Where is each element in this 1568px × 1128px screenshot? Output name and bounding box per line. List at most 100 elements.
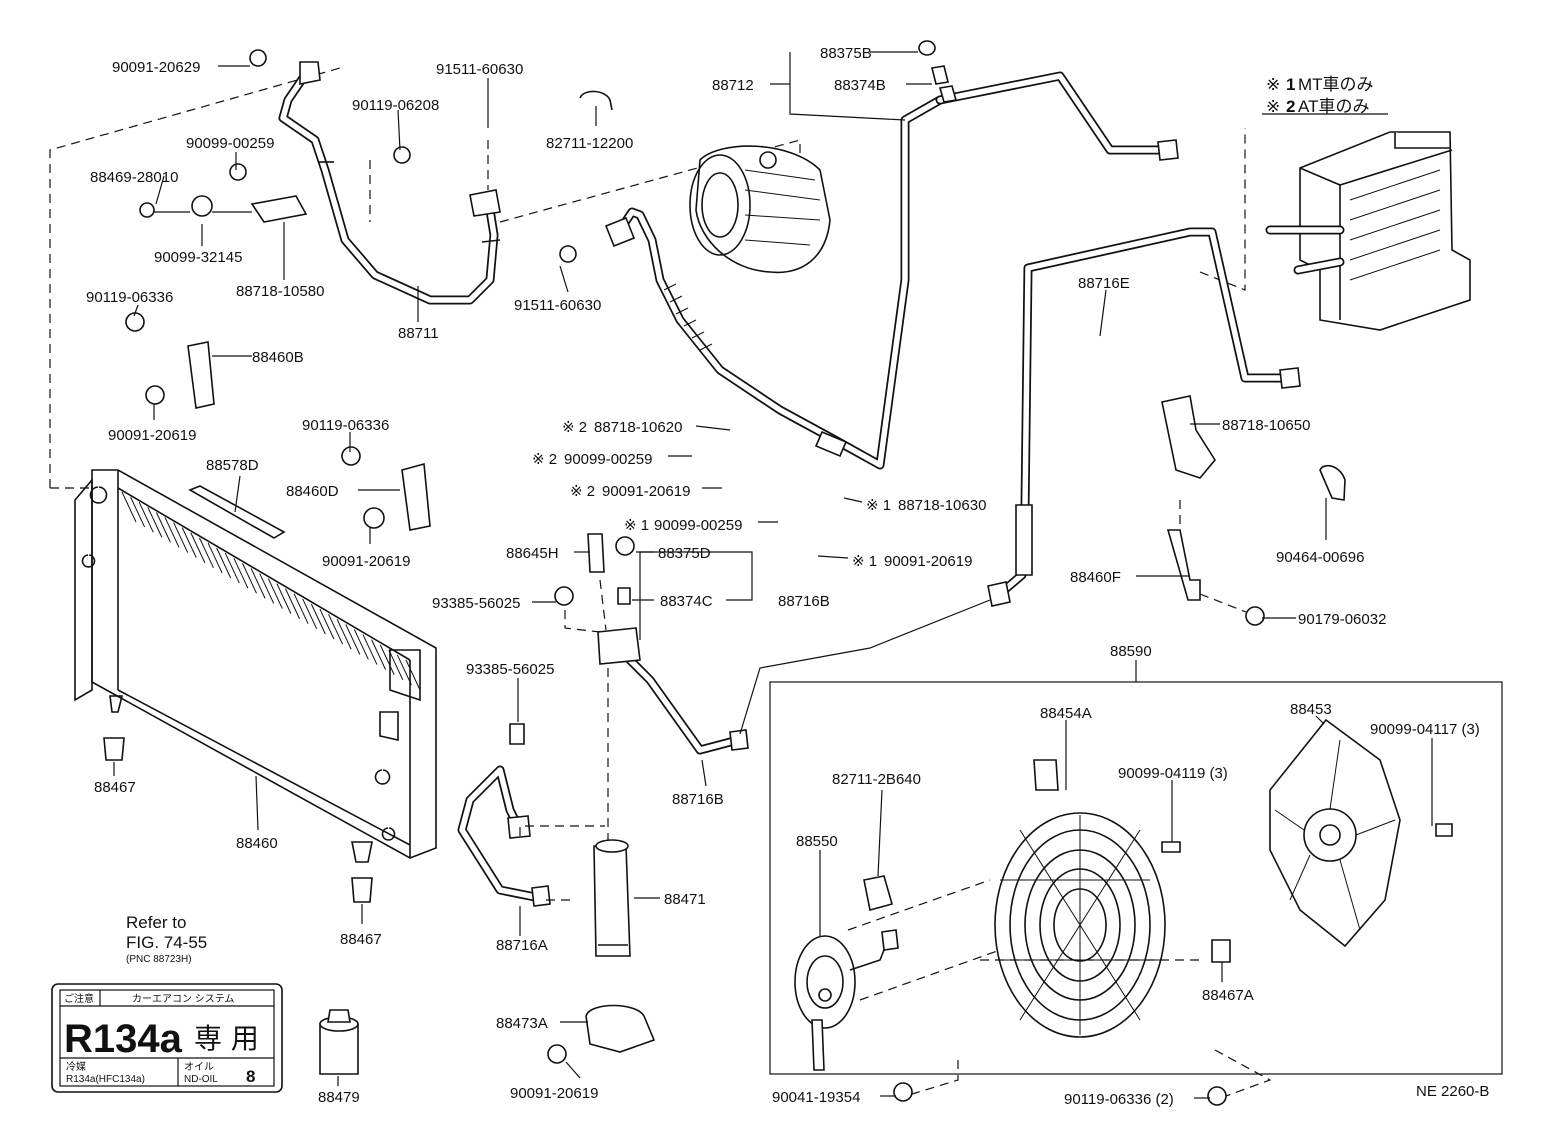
note-mark2-a: ※ 2: [562, 419, 587, 436]
label-88460F: 88460F: [1070, 569, 1121, 586]
evaporator-unit: [1265, 131, 1471, 331]
clip-90464-00696: [1319, 464, 1346, 501]
cushion-88467-a: [103, 737, 125, 761]
label-88375B: 88375B: [820, 45, 872, 62]
variant-note: ※ 1 MT車のみ ※ 2 AT車のみ: [1266, 75, 1374, 116]
note-mark1-c: ※ 1: [852, 553, 877, 570]
connector-82711-2B640: [863, 875, 893, 911]
label-90179-06032: 90179-06032: [1298, 611, 1386, 628]
label-90119-06336-b: 90119-06336: [302, 417, 389, 434]
label-88578D: 88578D: [206, 457, 259, 474]
label-88467-a: 88467: [94, 779, 136, 796]
caution-oil-title: オイル: [184, 1061, 214, 1073]
diagram-code: NE 2260-B: [1416, 1083, 1489, 1100]
label-90099-04117: 90099-04117 (3): [1370, 721, 1480, 738]
fan-motor-88550: [794, 929, 899, 1071]
label-90091-20619-b: 90091-20619: [322, 553, 410, 570]
label-90099-00259-mid: 90099-00259: [564, 451, 652, 468]
label-82711-2B640: 82711-2B640: [832, 771, 921, 788]
label-88590: 88590: [1110, 643, 1152, 660]
note-num-at: 2: [1286, 97, 1295, 116]
label-82711-12200: 82711-12200: [546, 135, 633, 152]
discharge-hose-88711: [278, 61, 501, 305]
caution-dedicated: 専 用: [194, 1022, 259, 1055]
cushion-88467-b: [351, 877, 373, 903]
label-90119-06336-a: 90119-06336: [86, 289, 173, 306]
pipe-88716A: [457, 765, 551, 907]
label-88718-10630: 88718-10630: [898, 497, 986, 514]
cushion-88467A: [1211, 939, 1231, 963]
label-88550: 88550: [796, 833, 838, 850]
label-90099-32145: 90099-32145: [154, 249, 242, 266]
label-90119-06208: 90119-06208: [352, 97, 439, 114]
receiver-drier-88471: [546, 839, 631, 957]
label-88718-10620: 88718-10620: [594, 419, 682, 436]
label-88374B: 88374B: [834, 77, 886, 94]
label-88471: 88471: [664, 891, 706, 908]
label-90091-20629: 90091-20629: [112, 59, 200, 76]
label-88375D: 88375D: [658, 545, 711, 562]
note-num-mt: 1: [1286, 75, 1295, 94]
note-mark2-c: ※ 2: [570, 483, 595, 500]
bracket-88718-10580: [139, 146, 411, 223]
pipe-88712: [935, 71, 1170, 155]
fan-blade-88453: [1269, 718, 1401, 948]
label-88374C: 88374C: [660, 593, 713, 610]
label-90091-20619-c: 90091-20619: [602, 483, 690, 500]
label-88712: 88712: [712, 77, 754, 94]
note-mark-at: ※: [1266, 97, 1280, 116]
bracket-88460F: [1166, 529, 1201, 601]
label-88716A: 88716A: [496, 937, 548, 954]
note-at-only: AT車のみ: [1298, 97, 1369, 116]
label-90099-00259-top: 90099-00259: [186, 135, 274, 152]
pressure-switch-88645H: [587, 533, 605, 573]
suction-hose: [604, 95, 945, 470]
caution-refrigerant-title: 冷媒: [66, 1060, 86, 1073]
label-90099-00259-low: 90099-00259: [654, 517, 742, 534]
caution-heading: ご注意: [64, 992, 94, 1005]
caution-refrigerant-big: R134a: [64, 1017, 183, 1061]
label-88716B-top: 88716B: [778, 593, 830, 610]
pipe-88716E: [987, 227, 1301, 607]
label-90041-19354: 90041-19354: [772, 1089, 860, 1106]
label-88460: 88460: [236, 835, 278, 852]
bracket-88460D: [401, 462, 431, 531]
label-88453: 88453: [1290, 701, 1332, 718]
label-90464-00696: 90464-00696: [1276, 549, 1364, 566]
bracket-88460B: [187, 341, 215, 409]
bracket-88718-10650: [1161, 395, 1216, 479]
condenser-dashed-leader: [49, 67, 341, 488]
caution-refrigerant-name: R134a(HFC134a): [66, 1074, 145, 1085]
bracket-88473A: [585, 1004, 656, 1053]
note-mark-mt: ※: [1266, 75, 1280, 94]
fan-shroud-88454A: [994, 759, 1166, 1038]
label-90119-06336-c: 90119-06336 (2): [1064, 1091, 1174, 1108]
note-mark1-a: ※ 1: [866, 497, 891, 514]
label-90091-20619-e: 90091-20619: [510, 1085, 598, 1102]
label-88460D: 88460D: [286, 483, 339, 500]
label-88473A: 88473A: [496, 1015, 548, 1032]
label-90091-20619-d: 90091-20619: [884, 553, 972, 570]
note-mt-only: MT車のみ: [1298, 75, 1374, 94]
label-90091-20619-a: 90091-20619: [108, 427, 196, 444]
caution-oil-name: ND-OIL: [184, 1074, 218, 1085]
part-labels: 90091-20629 91511-60630 90119-06208 8271…: [86, 45, 1489, 1108]
reference-note: Refer to FIG. 74-55 (PNC 88723H): [126, 913, 207, 965]
label-93385-56025-a: 93385-56025: [432, 595, 520, 612]
label-88460B: 88460B: [252, 349, 304, 366]
label-88467A: 88467A: [1202, 987, 1254, 1004]
caution-label: ご注意 カーエアコン システム R134a 専 用 冷媒 R134a(HFC13…: [51, 983, 283, 1093]
label-88716E: 88716E: [1078, 275, 1130, 292]
label-88454A: 88454A: [1040, 705, 1092, 722]
label-88645H: 88645H: [506, 545, 559, 562]
leader-lines: [113, 51, 1433, 1099]
label-88718-10650: 88718-10650: [1222, 417, 1310, 434]
label-88718-10580: 88718-10580: [236, 283, 324, 300]
compressor: [689, 145, 831, 274]
label-88716B-low: 88716B: [672, 791, 724, 808]
label-88479: 88479: [318, 1089, 360, 1106]
oil-can-88479: [319, 1009, 359, 1075]
label-88711: 88711: [398, 325, 439, 342]
